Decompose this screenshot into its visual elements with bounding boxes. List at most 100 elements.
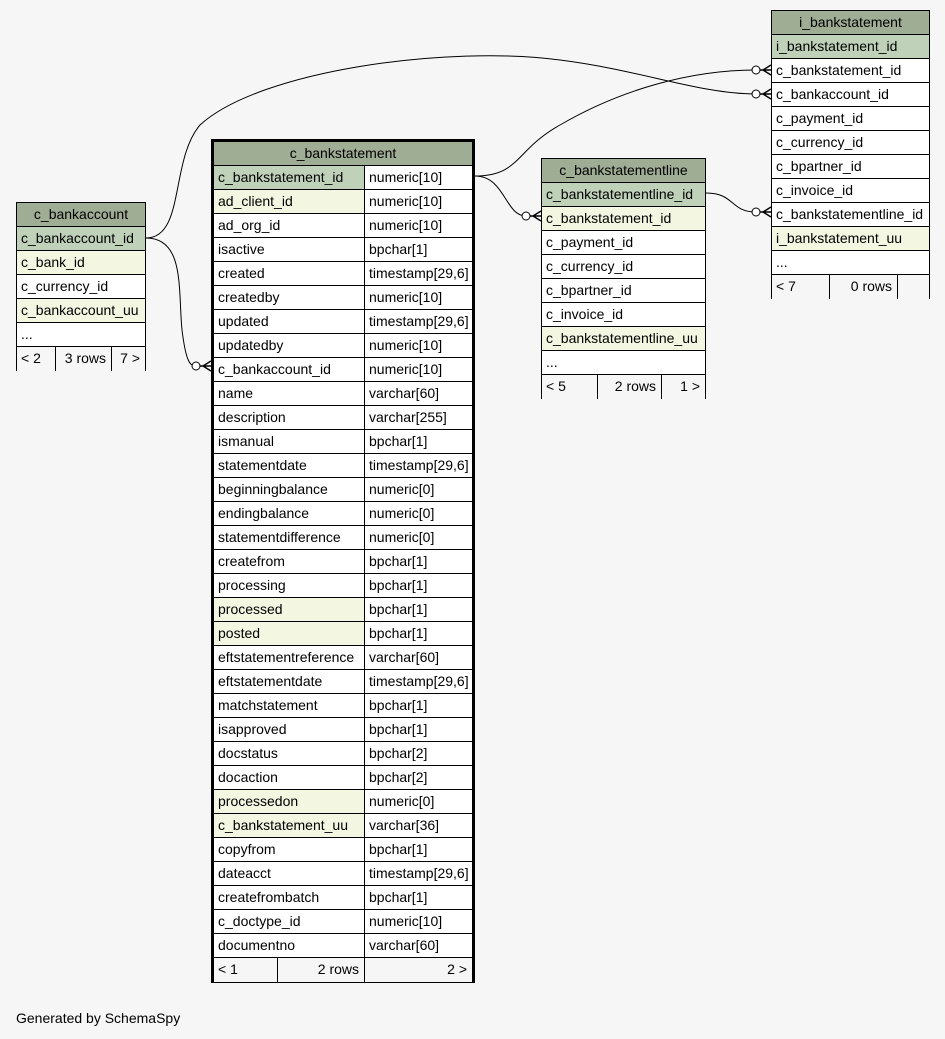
column-name: c_currency_id (772, 131, 929, 155)
column-type: varchar[60] (364, 646, 472, 670)
column-type: numeric[10] (364, 286, 472, 310)
column-name: c_currency_id (17, 275, 145, 299)
column-type: bpchar[1] (364, 430, 472, 454)
column-name: isactive (214, 238, 364, 262)
parents-count: < 7 (772, 275, 829, 299)
column-name: updated (214, 310, 364, 334)
column-name: i_bankstatement_id (772, 35, 929, 59)
column-name: description (214, 406, 364, 430)
column-type: numeric[10] (364, 910, 472, 934)
column-type: varchar[255] (364, 406, 472, 430)
parents-count: < 1 (214, 958, 277, 982)
column-type: bpchar[1] (364, 694, 472, 718)
children-count: 1 > (661, 375, 705, 399)
column-name: beginningbalance (214, 478, 364, 502)
children-count: 2 > (364, 958, 472, 982)
column-name: c_bankstatement_id (772, 59, 929, 83)
column-name: eftstatementdate (214, 670, 364, 694)
parents-count: < 5 (542, 375, 597, 399)
column-type: bpchar[1] (364, 598, 472, 622)
table-title: i_bankstatement (772, 11, 929, 35)
edge-bankstatement-to-line (474, 175, 527, 217)
crowfoot-line-bankstatement-id (521, 210, 542, 222)
column-name: c_bankaccount_uu (17, 299, 145, 323)
column-name: posted (214, 622, 364, 646)
column-name: docstatus (214, 742, 364, 766)
row-count: 0 rows (829, 275, 897, 299)
column-type: varchar[60] (364, 934, 472, 958)
row-count: 2 rows (277, 958, 364, 982)
column-type: bpchar[1] (364, 574, 472, 598)
column-name: processing (214, 574, 364, 598)
table-title: c_bankstatement (214, 142, 472, 166)
column-name: c_bank_id (17, 251, 145, 275)
column-name: c_invoice_id (772, 179, 929, 203)
column-name: ... (772, 251, 929, 275)
column-name: c_bankstatementline_uu (542, 327, 705, 351)
column-name: eftstatementreference (214, 646, 364, 670)
column-type: varchar[36] (364, 814, 472, 838)
column-type: bpchar[1] (364, 550, 472, 574)
column-name: ... (17, 323, 145, 347)
column-name: statementdifference (214, 526, 364, 550)
column-name: c_bpartner_id (772, 155, 929, 179)
table-title: c_bankstatementline (542, 159, 705, 183)
column-type: timestamp[29,6] (364, 670, 472, 694)
column-name: createfrombatch (214, 886, 364, 910)
children-count: 7 > (111, 347, 145, 371)
column-type: numeric[10] (364, 214, 472, 238)
column-type: bpchar[2] (364, 766, 472, 790)
column-name: i_bankstatement_uu (772, 227, 929, 251)
column-name: c_bankaccount_id (214, 358, 364, 382)
column-name: c_bpartner_id (542, 279, 705, 303)
column-name: c_bankstatementline_id (542, 183, 705, 207)
column-name: c_payment_id (772, 107, 929, 131)
column-type: timestamp[29,6] (364, 862, 472, 886)
column-name: c_invoice_id (542, 303, 705, 327)
edge-line-to-ibankstatement (705, 192, 757, 213)
column-name: created (214, 262, 364, 286)
column-name: statementdate (214, 454, 364, 478)
column-name: c_bankaccount_id (772, 83, 929, 107)
column-name: ad_client_id (214, 190, 364, 214)
column-type: timestamp[29,6] (364, 310, 472, 334)
table-title: c_bankaccount (17, 203, 145, 227)
column-name: c_bankstatement_uu (214, 814, 364, 838)
column-type: numeric[0] (364, 526, 472, 550)
column-type: bpchar[2] (364, 742, 472, 766)
column-name: c_payment_id (542, 231, 705, 255)
column-name: docaction (214, 766, 364, 790)
column-name: processed (214, 598, 364, 622)
column-name: c_bankaccount_id (17, 227, 145, 251)
crowfoot-ibankstatement-bankaccount-id (751, 88, 772, 100)
column-type: numeric[10] (364, 334, 472, 358)
column-type: numeric[0] (364, 502, 472, 526)
children-count (897, 275, 929, 299)
column-name: name (214, 382, 364, 406)
column-name: c_bankstatementline_id (772, 203, 929, 227)
column-name: createfrom (214, 550, 364, 574)
column-name: documentno (214, 934, 364, 958)
generated-by-footer: Generated by SchemaSpy (16, 1010, 181, 1026)
edge-bankaccount-to-bankstatement (145, 237, 197, 367)
column-type: bpchar[1] (364, 622, 472, 646)
column-name: dateacct (214, 862, 364, 886)
column-type: bpchar[1] (364, 886, 472, 910)
column-name: isapproved (214, 718, 364, 742)
column-type: numeric[10] (364, 358, 472, 382)
column-name: createdby (214, 286, 364, 310)
crowfoot-ibankstatement-bankstatement-id (751, 64, 772, 76)
column-name: matchstatement (214, 694, 364, 718)
column-name: copyfrom (214, 838, 364, 862)
column-type: numeric[0] (364, 790, 472, 814)
column-name: c_doctype_id (214, 910, 364, 934)
column-name: ... (542, 351, 705, 375)
column-type: bpchar[1] (364, 238, 472, 262)
column-name: ad_org_id (214, 214, 364, 238)
column-type: bpchar[1] (364, 838, 472, 862)
crowfoot-bankstatement-bankaccount-id (191, 360, 212, 372)
